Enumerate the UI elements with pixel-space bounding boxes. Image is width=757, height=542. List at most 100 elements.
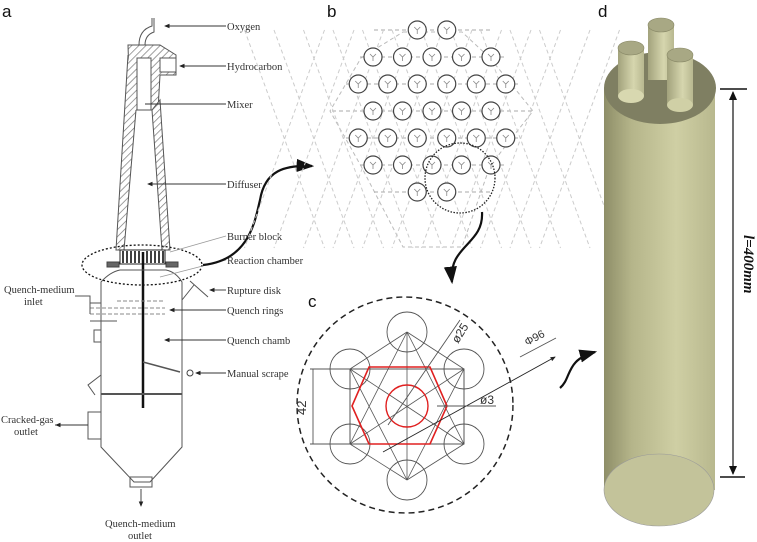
cracked-gas-outlet: [87, 411, 102, 440]
grid-line: [332, 29, 414, 249]
nozzle-mark: [472, 134, 480, 142]
nozzle-mark: [443, 80, 451, 88]
diffuser-right-wall: [151, 98, 171, 251]
unit-line: [349, 331, 408, 370]
dim-d25: ø25: [449, 320, 472, 345]
panel-label-d: d: [598, 2, 607, 21]
label-hydrocarbon: Hydrocarbon: [227, 62, 283, 73]
grid-line: [480, 29, 561, 249]
grid-line: [244, 29, 325, 249]
unit-cell-highlight: [424, 142, 496, 214]
grid-line: [539, 29, 620, 249]
unit-line: [349, 368, 465, 445]
unit-line: [406, 331, 465, 370]
label-burner-block: Burner block: [227, 232, 283, 243]
panel-d-cylinder: [603, 17, 747, 527]
nozzle-mark: [369, 161, 377, 169]
nozzle-mark: [399, 161, 406, 169]
nozzle-mark: [428, 107, 436, 115]
unit-line: [406, 443, 465, 481]
label-quench-medium-inlet-2: inlet: [24, 297, 43, 308]
quench-chamber-body: [100, 269, 183, 483]
label-reaction-chamber: Reaction chamber: [227, 256, 304, 267]
grid-line: [421, 29, 502, 249]
inlet-pipe-left: [617, 40, 645, 103]
grid-line: [539, 29, 620, 249]
oxygen-pipe: [138, 18, 155, 46]
nozzle-mark: [354, 134, 362, 142]
label-diffuser: Diffuser: [227, 180, 262, 191]
grid-line: [509, 29, 591, 249]
label-cracked-gas-outlet-1: Cracked-gas: [1, 415, 53, 426]
nozzle-mark: [413, 26, 421, 34]
nozzle-mark: [487, 53, 495, 61]
inlet-pipe-right: [666, 47, 694, 112]
panel-label-b: b: [327, 2, 336, 21]
grid-line: [332, 29, 414, 249]
mixer-head: [127, 44, 177, 111]
nozzle-mark: [413, 188, 421, 196]
nozzle-mark: [458, 53, 465, 61]
nozzle-mark: [487, 161, 495, 169]
nozzle-mark: [384, 80, 392, 88]
red-hexagon: [351, 366, 448, 445]
nozzle-mark: [399, 53, 406, 61]
dim-d3: ø3: [480, 393, 494, 407]
nozzle-mark: [399, 107, 406, 115]
nozzle-mark: [413, 80, 421, 88]
label-mixer: Mixer: [227, 100, 253, 111]
reaction-chamber-highlight: [81, 244, 203, 286]
nozzle-mark: [502, 80, 510, 88]
panel-b-grid: [244, 20, 620, 249]
grid-line: [244, 29, 325, 249]
nozzle-mark: [502, 134, 510, 142]
nozzle-mark: [443, 134, 451, 142]
label-quench-medium-inlet-1: Quench-medium: [4, 285, 75, 296]
grid-line: [480, 29, 561, 249]
outer-circle-d96: [297, 297, 513, 513]
panel-label-c: c: [308, 292, 317, 311]
nozzle-mark: [413, 134, 421, 142]
nozzle-mark: [443, 26, 451, 34]
panel-label-a: a: [2, 2, 12, 21]
grid-line: [391, 29, 473, 249]
red-inner-circle: [385, 384, 429, 428]
label-manual-scraper: Manual scrape: [227, 369, 289, 380]
nozzle-mark: [369, 53, 377, 61]
panel-a-reactor: [75, 18, 209, 488]
unit-line: [349, 443, 408, 481]
nozzle-mark: [458, 107, 465, 115]
label-quench-medium-outlet-1: Quench-medium: [105, 519, 176, 530]
panel-a-leaders: [55, 23, 227, 507]
nozzle-mark: [428, 53, 436, 61]
dim-42: 42: [294, 401, 309, 415]
label-quench-medium-outlet-2: outlet: [128, 531, 152, 542]
label-cracked-gas-outlet-2: outlet: [14, 427, 38, 438]
arrow-b-to-c: [443, 211, 484, 285]
grid-line: [509, 29, 591, 249]
nozzle-mark: [369, 107, 377, 115]
grid-line: [273, 29, 355, 249]
grid-line: [421, 29, 502, 249]
grid-line: [362, 29, 443, 249]
cylinder-bottom: [603, 453, 715, 527]
nozzle-mark: [487, 107, 495, 115]
burner-slots: [122, 251, 164, 263]
grid-line: [450, 29, 532, 249]
cylinder-body: [604, 88, 715, 490]
label-quench-chamber: Quench chamb: [227, 336, 290, 347]
grid-line: [303, 29, 384, 249]
label-oxygen: Oxygen: [227, 22, 261, 33]
panel-c-geometry: [297, 297, 557, 513]
grid-line: [273, 29, 355, 249]
dim-d96: Φ96: [523, 328, 547, 348]
rupture-disk: [181, 280, 209, 301]
nozzle-mark: [354, 80, 362, 88]
hex-outline: [329, 31, 534, 248]
label-quench-rings: Quench rings: [227, 306, 283, 317]
length-label: l=400mm: [740, 235, 756, 294]
mixer-core: [136, 57, 152, 111]
grid-line: [391, 29, 473, 249]
nozzle-mark: [428, 161, 436, 169]
